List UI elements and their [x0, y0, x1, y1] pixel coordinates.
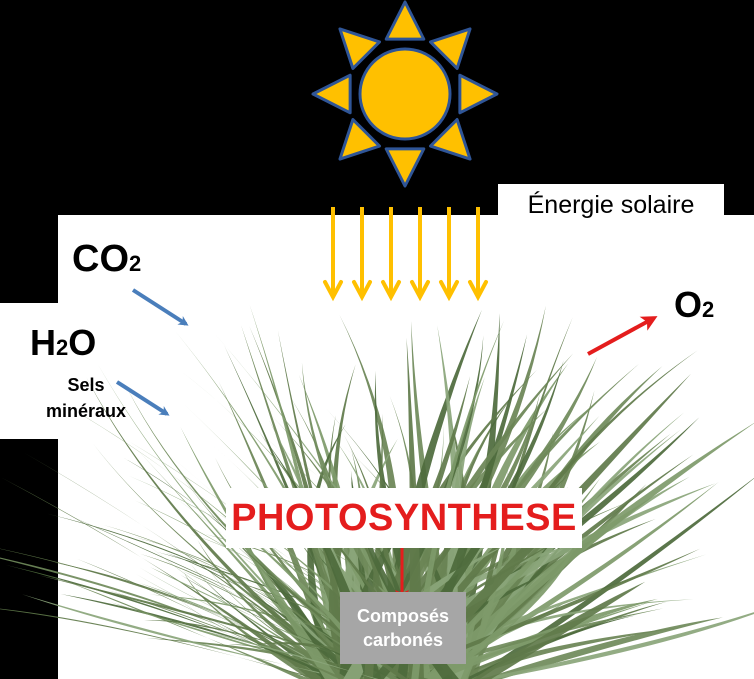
solar-ray-head: [381, 280, 401, 302]
grass-blade: [201, 630, 379, 679]
carbon-compounds-box: Composés carbonés: [340, 592, 466, 664]
sun-disc: [358, 47, 452, 141]
mineral-salts-label: Sels minéraux: [45, 375, 127, 421]
grass-blade: [423, 423, 754, 679]
grass-blade: [5, 564, 345, 679]
grass-blade: [343, 544, 507, 679]
white-panel-left: [0, 303, 60, 439]
o2-label: O2: [674, 284, 715, 325]
grass-blade: [249, 304, 345, 679]
solar-ray-head: [439, 280, 459, 302]
h2o-label: H2O: [30, 322, 97, 363]
grass-blade: [68, 582, 310, 679]
photosynthesis-title: PHOTOSYNTHESE: [226, 488, 582, 548]
sun-ray: [384, 147, 426, 188]
sun-ray: [338, 118, 381, 161]
sun-ray: [458, 73, 499, 115]
grass-blade: [107, 590, 346, 679]
solar-ray-head: [468, 280, 488, 302]
grass-blade: [416, 601, 652, 679]
sun-ray: [384, 0, 426, 41]
solar-ray-arrows: [323, 207, 488, 302]
sun-ray: [429, 118, 472, 161]
grass-blade: [464, 615, 636, 679]
solar-energy-label: Énergie solaire: [498, 184, 724, 226]
grass-blade: [70, 515, 434, 679]
carbon-compounds-label: Composés carbonés: [356, 606, 450, 650]
sun-icon: [311, 0, 499, 188]
solar-ray-head: [352, 280, 372, 302]
solar-ray-head: [410, 280, 430, 302]
grass-blade: [472, 581, 646, 679]
h2o-arrow: [115, 380, 170, 416]
co2-arrow: [131, 288, 189, 326]
grass-blade: [482, 617, 723, 679]
sun-ray: [311, 73, 352, 115]
sun-ray: [429, 27, 472, 70]
o2-arrow: [587, 316, 658, 356]
co2-label: CO2: [72, 238, 142, 280]
sun-ray: [338, 27, 381, 70]
grass-blade: [447, 601, 667, 679]
solar-ray-head: [323, 280, 343, 302]
